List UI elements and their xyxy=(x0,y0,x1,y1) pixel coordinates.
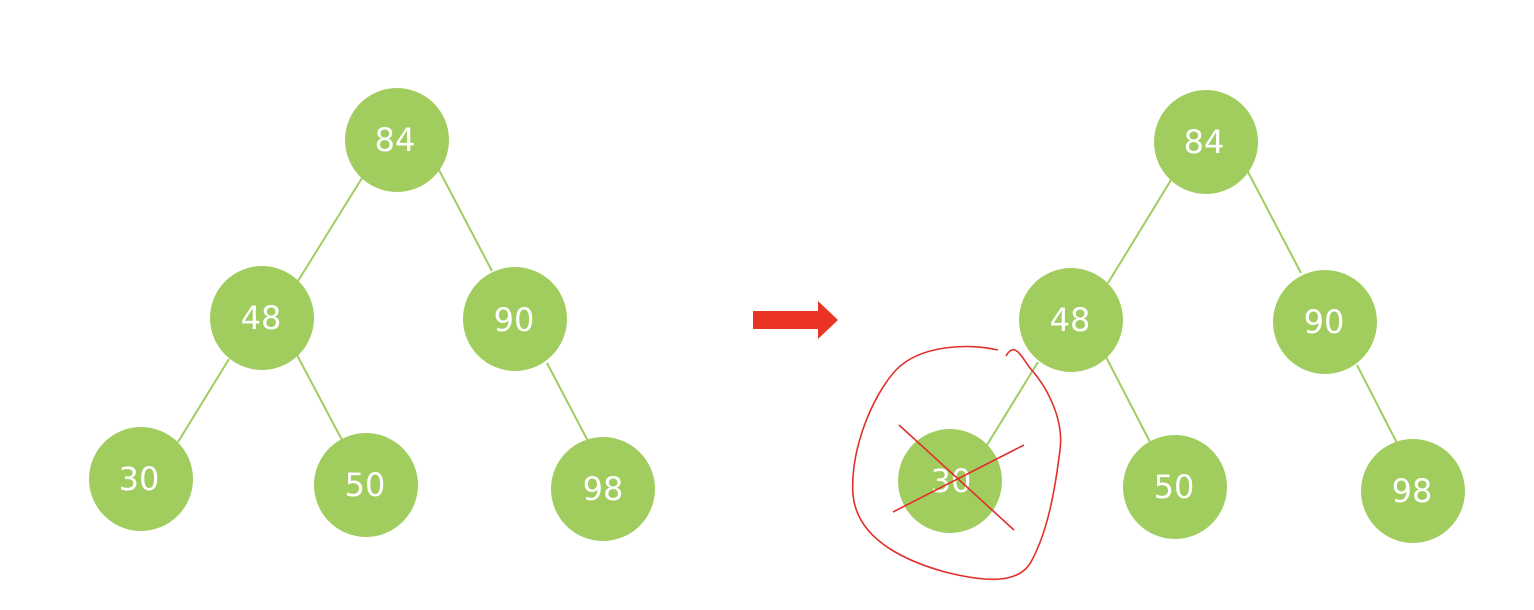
node-label: 90 xyxy=(494,301,535,339)
hand-drawn-circle xyxy=(851,345,1062,581)
node-label: 84 xyxy=(1184,123,1225,161)
node-label: 30 xyxy=(931,462,972,500)
node-label: 30 xyxy=(119,460,160,498)
node-label: 50 xyxy=(345,466,386,504)
tree-node: 48 xyxy=(1019,268,1123,372)
node-label: 98 xyxy=(1392,472,1433,510)
tree-node: 84 xyxy=(345,88,449,192)
tree-node: 30 xyxy=(89,427,193,531)
edge-48-30 xyxy=(986,361,1039,446)
node-label: 98 xyxy=(583,470,624,508)
tree-node: 48 xyxy=(210,266,314,370)
before-tree: 84 48 90 30 50 98 xyxy=(89,88,655,541)
edge-90-98 xyxy=(546,362,590,444)
edge-84-90 xyxy=(1247,171,1302,274)
node-label: 84 xyxy=(375,121,416,159)
edge-90-98 xyxy=(1356,364,1399,446)
tree-node-deleted: 30 xyxy=(898,429,1002,533)
arrow-right-icon xyxy=(753,301,838,339)
deletion-annotation xyxy=(851,345,1062,581)
edge-84-90 xyxy=(438,169,493,272)
edge-84-48 xyxy=(1107,179,1172,284)
edge-48-50 xyxy=(1105,356,1151,443)
tree-node: 98 xyxy=(551,437,655,541)
edge-84-48 xyxy=(297,177,363,282)
tree-node: 90 xyxy=(463,267,567,371)
edge-48-30 xyxy=(177,358,230,443)
tree-node: 84 xyxy=(1154,90,1258,194)
cross-mark-line-1 xyxy=(898,424,1015,531)
node-label: 90 xyxy=(1304,303,1345,341)
node-label: 50 xyxy=(1154,468,1195,506)
tree-node: 98 xyxy=(1361,439,1465,543)
after-tree: 84 48 90 30 50 98 xyxy=(851,90,1465,581)
tree-node: 50 xyxy=(1123,435,1227,539)
node-label: 48 xyxy=(1050,301,1091,339)
tree-node: 90 xyxy=(1273,270,1377,374)
tree-node: 50 xyxy=(314,433,418,537)
edge-48-50 xyxy=(296,354,343,441)
node-label: 48 xyxy=(241,299,282,337)
cross-mark-line-2 xyxy=(892,444,1025,513)
